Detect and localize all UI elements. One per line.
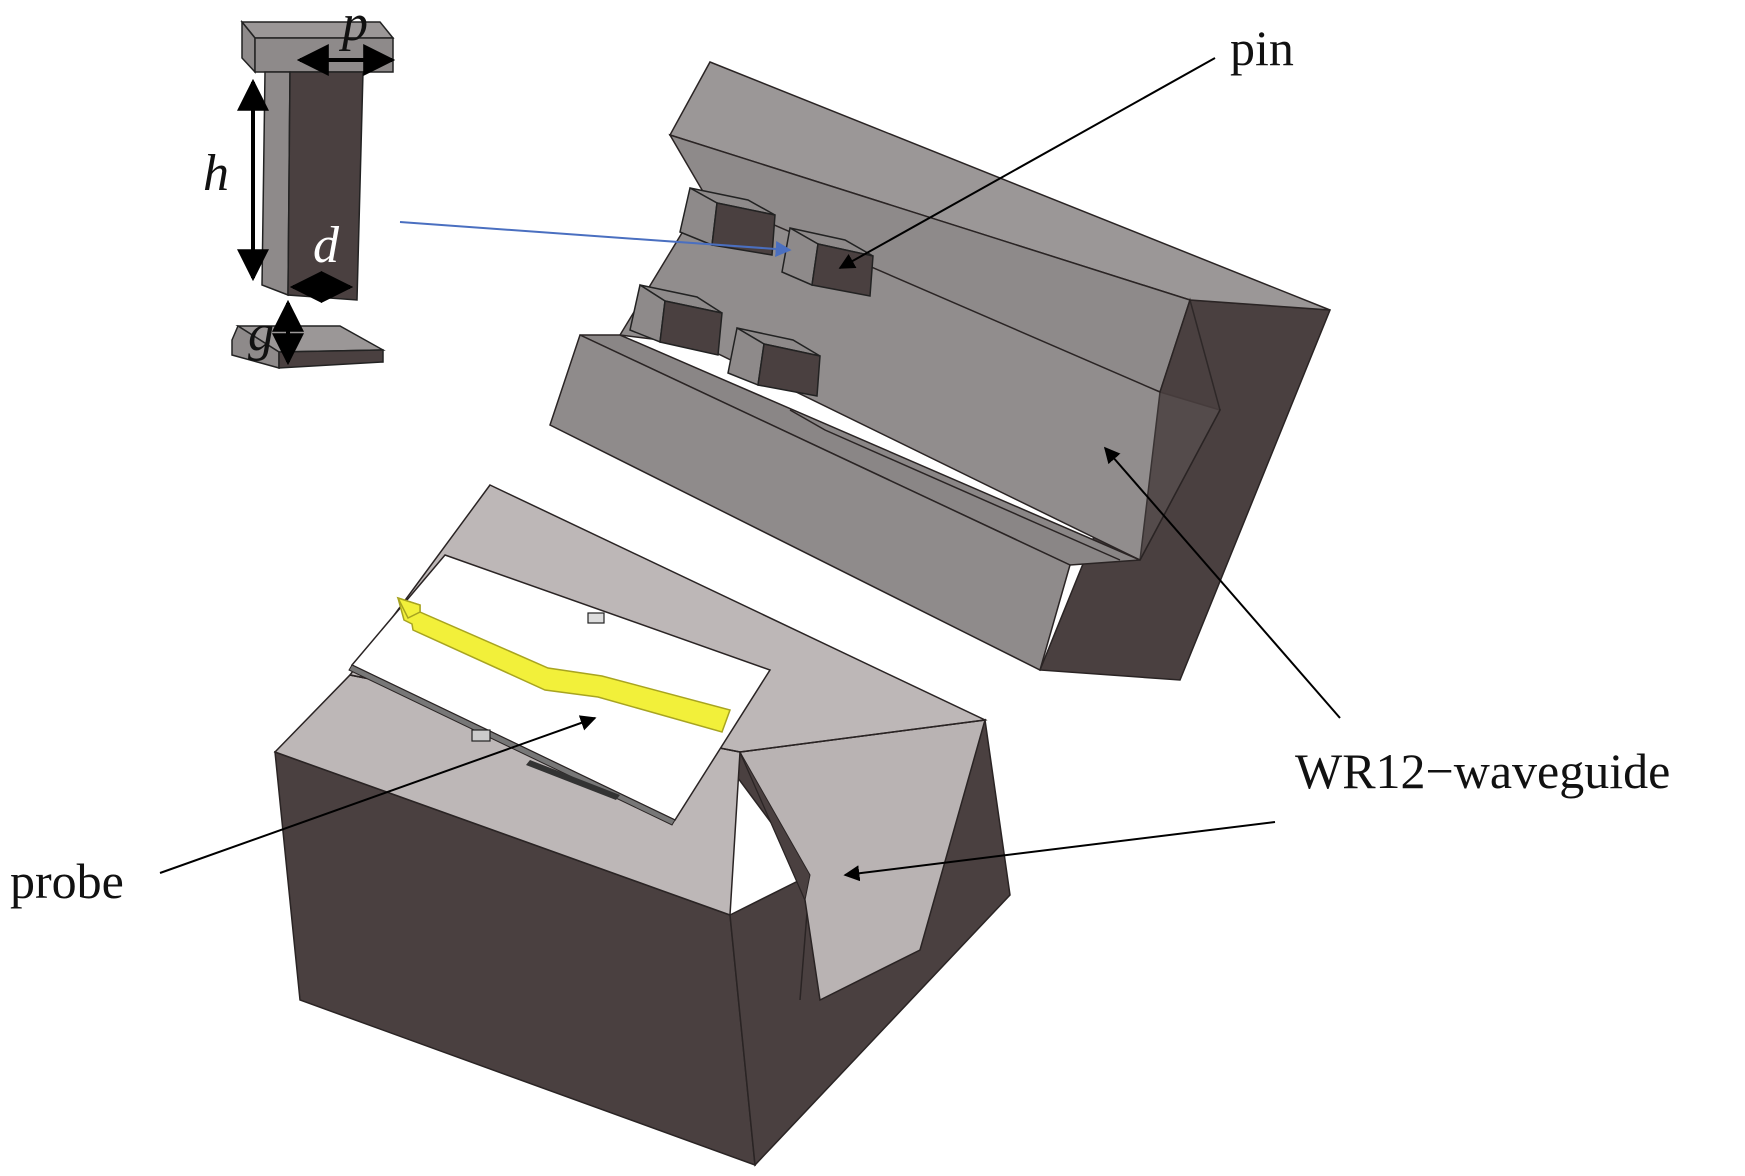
pin-leader-line bbox=[838, 57, 1216, 269]
pin-3 bbox=[629, 283, 723, 356]
probe-leader-line bbox=[159, 715, 597, 874]
pin-detail-cap-top bbox=[240, 21, 395, 39]
pin-pointer-arrow bbox=[399, 221, 792, 257]
upper-waveguide-block bbox=[549, 61, 1332, 681]
waveguide-leader-upper bbox=[1103, 446, 1341, 719]
upper-groove-line bbox=[789, 409, 1121, 561]
substrate-pad-1 bbox=[587, 612, 605, 624]
waveguide-label: WR12−waveguide bbox=[1295, 743, 1670, 799]
pin-1 bbox=[679, 186, 776, 256]
pin-detail-cap-side bbox=[254, 37, 394, 73]
substrate-pad-2 bbox=[471, 729, 491, 742]
pin-detail-inset: p h d g bbox=[203, 0, 396, 369]
pin-detail-post-front bbox=[261, 71, 291, 297]
dim-g-label: g bbox=[248, 305, 274, 362]
waveguide-leader-lower bbox=[843, 821, 1276, 882]
dim-d-label: d bbox=[313, 217, 340, 274]
dim-p-label: p bbox=[338, 0, 368, 52]
probe-strip bbox=[396, 596, 731, 733]
pin-detail-base-side bbox=[278, 349, 384, 369]
probe-tip bbox=[396, 596, 421, 620]
pin-label: pin bbox=[1230, 20, 1294, 76]
pin-array bbox=[629, 186, 874, 397]
upper-ledge-front bbox=[549, 333, 1071, 672]
substrate-slot bbox=[526, 760, 620, 800]
lower-inner-corner bbox=[739, 751, 811, 902]
dim-h-label: h bbox=[203, 145, 229, 202]
pin-4 bbox=[727, 326, 821, 397]
upper-inner-shadow bbox=[1139, 297, 1221, 561]
probe-label: probe bbox=[10, 853, 124, 909]
